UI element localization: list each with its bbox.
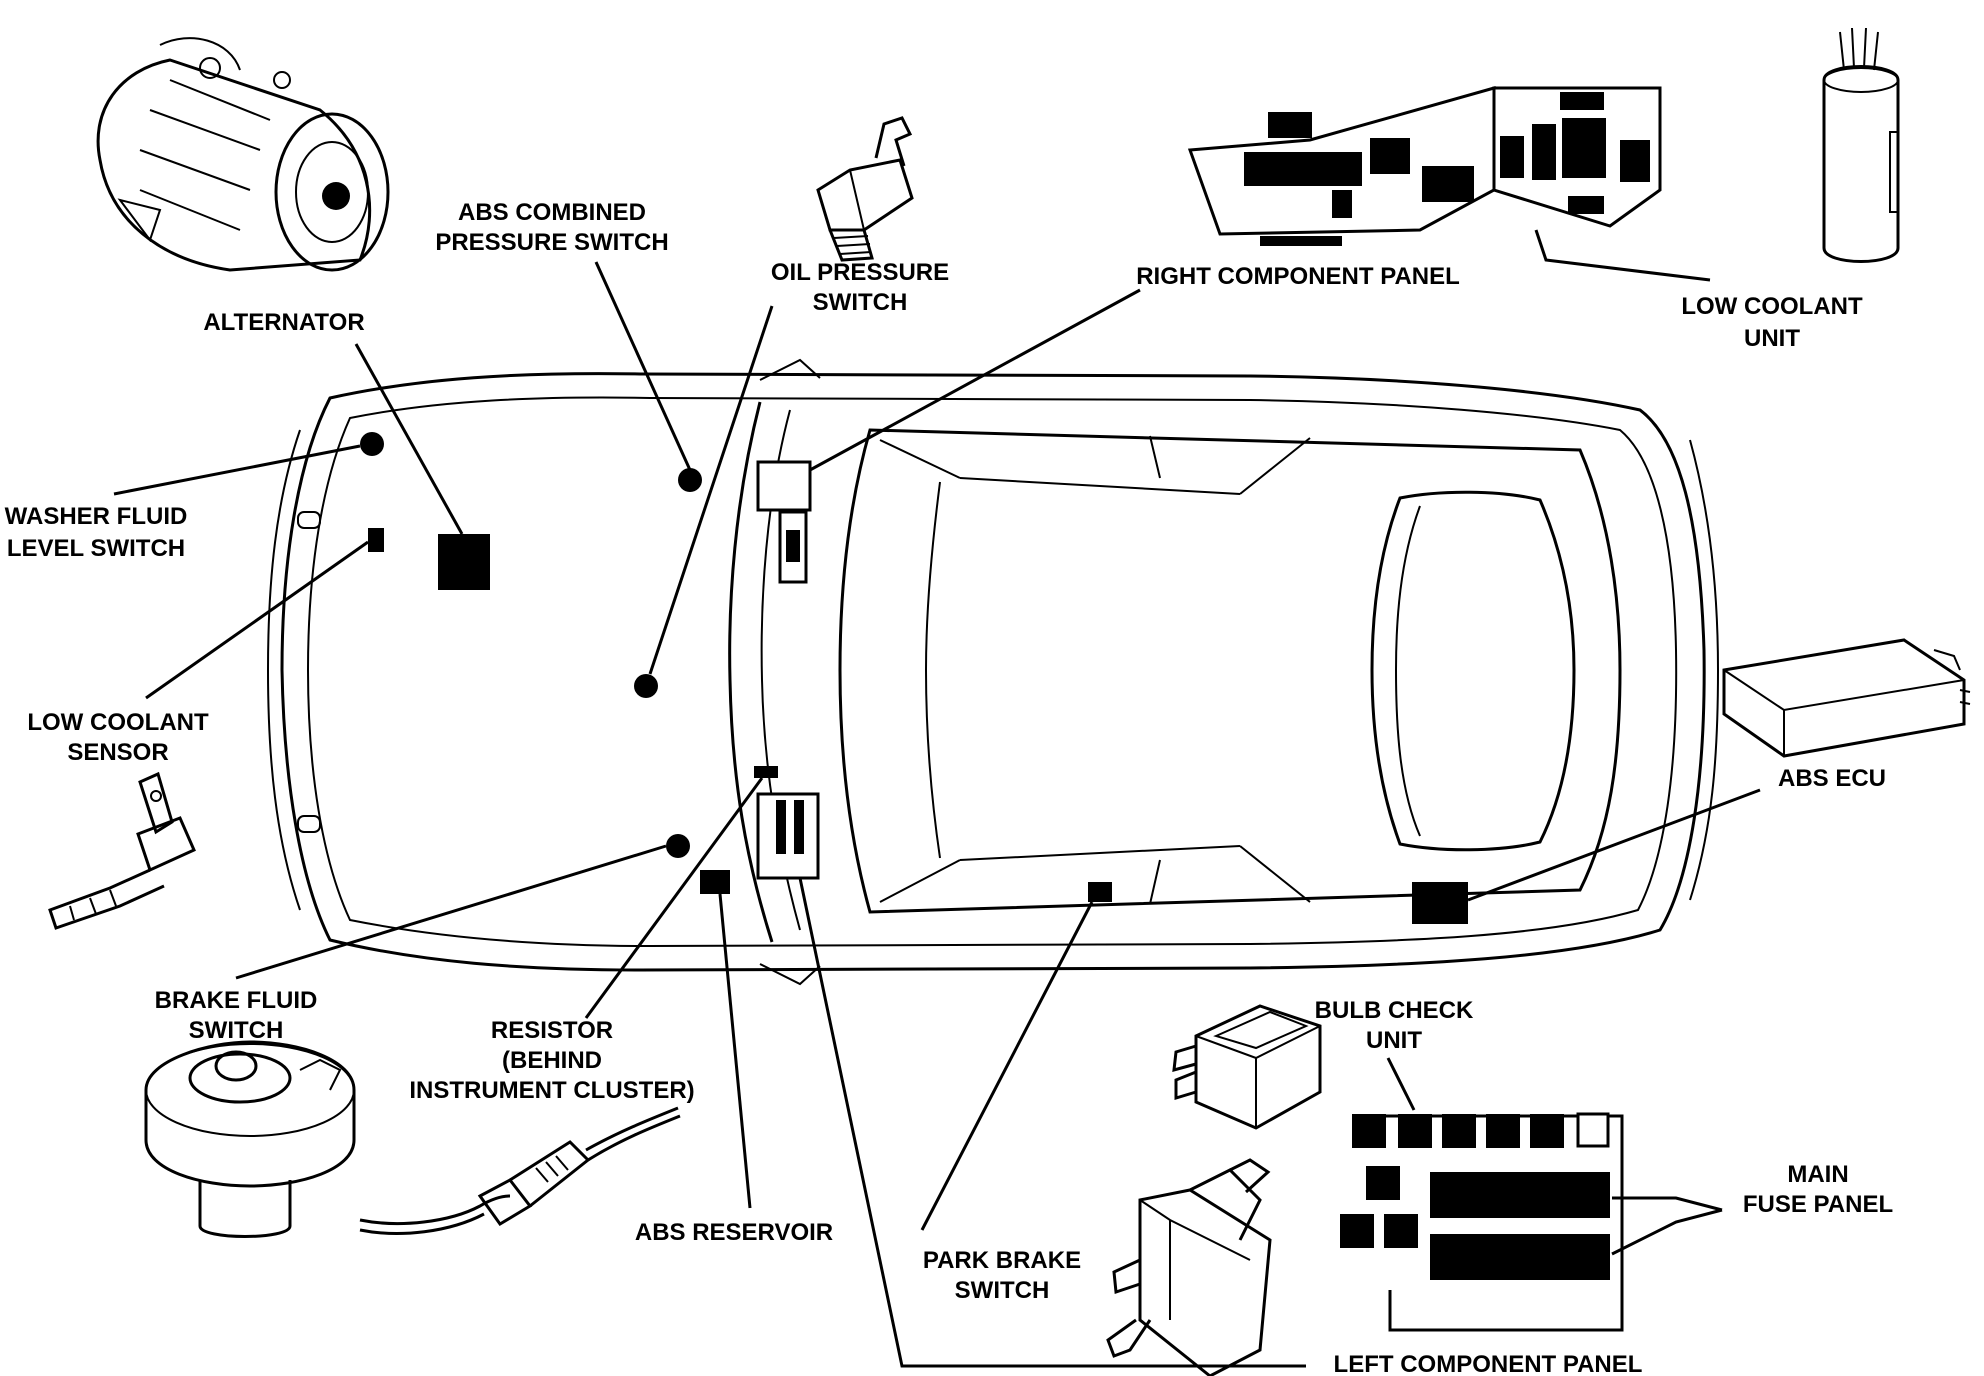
bulb-check-unit-icon [1172,1004,1322,1130]
label-left-component-panel: LEFT COMPONENT PANEL [1334,1351,1643,1376]
label-park-brake-switch: PARK BRAKE SWITCH [923,1247,1081,1304]
low-coolant-unit-icon [1822,27,1900,263]
svg-text:LOW COOLANT: LOW COOLANT [1681,293,1863,320]
label-low-coolant-unit: LOW COOLANT UNIT [1681,293,1863,352]
label-bulb-check-unit: BULB CHECK UNIT [1315,997,1474,1054]
right-component-panel-illustration [1187,86,1662,246]
label-abs-reservoir: ABS RESERVOIR [635,1219,833,1246]
svg-text:ABS RESERVOIR: ABS RESERVOIR [635,1219,833,1246]
marker-abs-reservoir [700,870,730,894]
svg-text:BRAKE FLUID: BRAKE FLUID [155,987,318,1014]
svg-text:LOW COOLANT: LOW COOLANT [27,709,209,736]
label-washer-fluid-level-switch: WASHER FLUID LEVEL SWITCH [5,503,188,562]
svg-text:OIL PRESSURE: OIL PRESSURE [771,259,949,286]
svg-text:MAIN: MAIN [1787,1161,1848,1188]
svg-text:LEVEL SWITCH: LEVEL SWITCH [7,535,185,562]
svg-text:LEFT COMPONENT PANEL: LEFT COMPONENT PANEL [1334,1351,1643,1376]
svg-text:UNIT: UNIT [1744,325,1800,352]
label-low-coolant-sensor: LOW COOLANT SENSOR [27,709,209,766]
svg-text:ALTERNATOR: ALTERNATOR [203,309,364,336]
svg-text:ABS COMBINED: ABS COMBINED [458,199,646,226]
marker-right-component-panel [756,460,812,512]
svg-text:(BEHIND: (BEHIND [502,1047,602,1074]
park-brake-switch-icon [1106,1158,1272,1376]
car-component-markers [360,432,1468,924]
svg-text:WASHER FLUID: WASHER FLUID [5,503,188,530]
marker-low-coolant-sensor [368,528,384,552]
label-right-component-panel: RIGHT COMPONENT PANEL [1136,263,1460,290]
label-main-fuse-panel: MAIN FUSE PANEL [1743,1161,1893,1218]
abs-ecu-icon [1722,638,1971,758]
label-brake-fluid-switch: BRAKE FLUID SWITCH [155,987,318,1044]
svg-text:BULB CHECK: BULB CHECK [1315,997,1474,1024]
svg-text:INSTRUMENT CLUSTER): INSTRUMENT CLUSTER) [409,1077,694,1104]
svg-text:PRESSURE SWITCH: PRESSURE SWITCH [435,229,668,256]
label-resistor: RESISTOR (BEHIND INSTRUMENT CLUSTER) [409,1017,694,1104]
label-abs-combined-pressure-switch: ABS COMBINED PRESSURE SWITCH [435,199,668,256]
svg-text:SENSOR: SENSOR [67,739,168,766]
svg-text:FUSE PANEL: FUSE PANEL [1743,1191,1893,1218]
marker-resistor [754,766,778,778]
svg-text:RESISTOR: RESISTOR [491,1017,613,1044]
label-oil-pressure-switch: OIL PRESSURE SWITCH [771,259,949,316]
marker-abs-combined-pressure-switch [678,468,702,492]
svg-text:SWITCH: SWITCH [189,1017,284,1044]
svg-text:ABS ECU: ABS ECU [1778,765,1886,792]
brake-fluid-switch-icon [144,1040,356,1238]
svg-text:RIGHT COMPONENT PANEL: RIGHT COMPONENT PANEL [1136,263,1460,290]
leader-lines [113,229,1761,1368]
marker-washer-fluid-level-switch [360,432,384,456]
marker-abs-ecu [1412,882,1468,924]
svg-text:SWITCH: SWITCH [813,289,908,316]
oil-pressure-switch-icon [816,116,914,262]
car-outline [266,358,1720,986]
main-fuse-panel-illustration [1340,1112,1624,1332]
marker-alternator [438,534,490,590]
svg-text:UNIT: UNIT [1366,1027,1422,1054]
svg-text:PARK BRAKE: PARK BRAKE [923,1247,1081,1274]
marker-brake-fluid-switch [666,834,690,858]
marker-left-component-panel [756,792,820,880]
resistor-icon [359,1106,681,1235]
label-alternator: ALTERNATOR [203,309,364,336]
low-coolant-sensor-icon [48,771,196,930]
svg-text:SWITCH: SWITCH [955,1277,1050,1304]
marker-oil-pressure-switch [634,674,658,698]
marker-park-brake-switch [1088,882,1112,902]
alternator-icon [96,37,390,272]
label-abs-ecu: ABS ECU [1778,765,1886,792]
